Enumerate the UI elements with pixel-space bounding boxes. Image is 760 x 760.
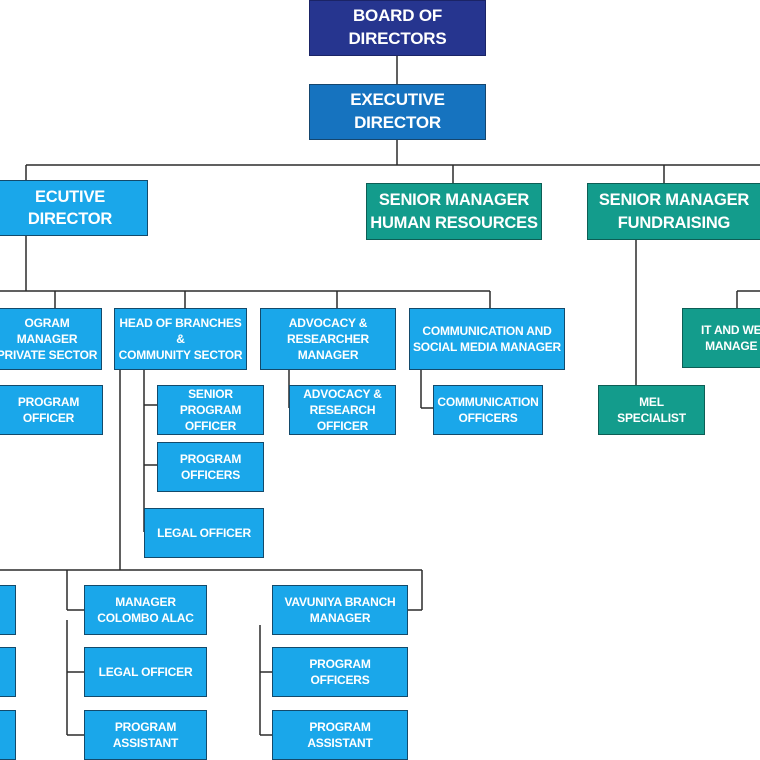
cropped-branch-box-1 (0, 585, 16, 635)
cropped-branch-box-3 (0, 710, 16, 760)
mel-specialist-box: MEL SPECIALIST (598, 385, 705, 435)
manager-colombo-alac-box: MANAGER COLOMBO ALAC (84, 585, 207, 635)
program-officers-vavuniya-box: PROGRAM OFFICERS (272, 647, 408, 697)
communication-manager-box: COMMUNICATION AND SOCIAL MEDIA MANAGER (409, 308, 565, 370)
program-assistant-vavuniya-box: PROGRAM ASSISTANT (272, 710, 408, 760)
program-manager-private-sector-box: OGRAM MANAGER PRIVATE SECTOR (0, 308, 102, 370)
senior-program-officer-box: SENIOR PROGRAM OFFICER (157, 385, 264, 435)
program-assistant-colombo-box: PROGRAM ASSISTANT (84, 710, 207, 760)
legal-officer-colombo-box: LEGAL OFFICER (84, 647, 207, 697)
senior-manager-fundraising-box: SENIOR MANAGER FUNDRAISING (587, 183, 760, 240)
communication-officers-box: COMMUNICATION OFFICERS (433, 385, 543, 435)
senior-manager-hr-box: SENIOR MANAGER HUMAN RESOURCES (366, 183, 542, 240)
cropped-branch-box-2 (0, 647, 16, 697)
program-officer-private-box: PROGRAM OFFICER (0, 385, 103, 435)
advocacy-researcher-manager-box: ADVOCACY & RESEARCHER MANAGER (260, 308, 396, 370)
advocacy-research-officer-box: ADVOCACY & RESEARCH OFFICER (289, 385, 396, 435)
it-manager-box: IT AND WE MANAGE (682, 308, 760, 368)
program-officers-community-box: PROGRAM OFFICERS (157, 442, 264, 492)
deputy-executive-director-box: ECUTIVE DIRECTOR (0, 180, 148, 236)
legal-officer-community-box: LEGAL OFFICER (144, 508, 264, 558)
board-of-directors-box: BOARD OF DIRECTORS (309, 0, 486, 56)
executive-director-box: EXECUTIVE DIRECTOR (309, 84, 486, 140)
head-of-branches-box: HEAD OF BRANCHES & COMMUNITY SECTOR (114, 308, 247, 370)
vavuniya-branch-manager-box: VAVUNIYA BRANCH MANAGER (272, 585, 408, 635)
